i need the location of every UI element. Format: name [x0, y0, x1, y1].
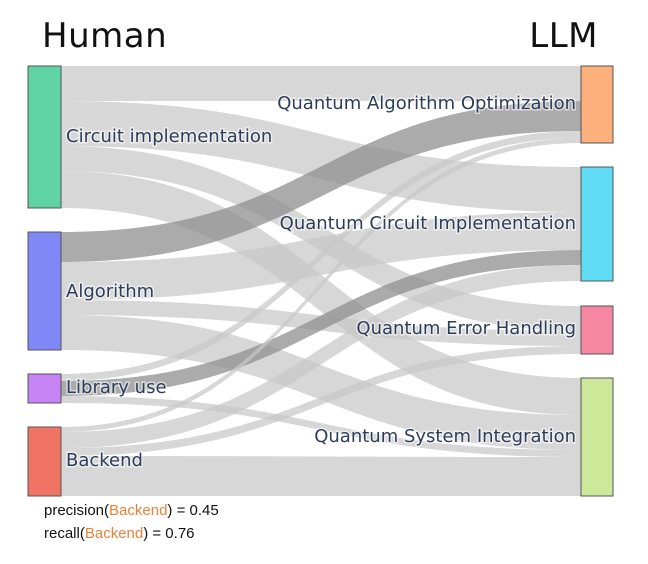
- recall-prefix: recall(: [44, 525, 85, 542]
- precision-class: Backend: [109, 502, 168, 519]
- flow-link-circuit-to-opt: [61, 66, 581, 101]
- flow-link-algorithm-to-opt: [61, 101, 581, 262]
- right-node-label-err: Quantum Error Handling: [356, 318, 576, 339]
- recall-metric: recall(Backend) = 0.76: [44, 525, 195, 542]
- left-node-label-algorithm: Algorithm: [66, 281, 154, 302]
- left-node-algorithm: [27, 231, 62, 351]
- flow-link-library-to-opt: [61, 131, 581, 381]
- flow-links: [61, 66, 581, 496]
- flow-link-circuit-to-impl: [61, 101, 581, 212]
- left-node-library: [27, 373, 62, 404]
- flow-link-backend-to-sys: [61, 456, 581, 496]
- flow-link-library-to-sys: [61, 396, 581, 457]
- left-node-backend: [27, 426, 62, 497]
- left-node-label-backend: Backend: [66, 450, 143, 471]
- precision-value: ) = 0.45: [167, 502, 219, 519]
- flow-nodes: [27, 65, 614, 497]
- right-node-sys: [580, 377, 614, 497]
- right-node-label-sys: Quantum System Integration: [314, 426, 576, 447]
- llm-column-title: LLM: [529, 16, 598, 56]
- recall-value: ) = 0.76: [143, 525, 195, 542]
- flow-link-backend-to-opt: [61, 138, 581, 432]
- right-node-err: [580, 305, 614, 355]
- flow-link-backend-to-impl: [61, 265, 581, 448]
- left-node-label-circuit: Circuit implementation: [66, 126, 272, 147]
- right-node-label-impl: Quantum Circuit Implementation: [280, 213, 576, 234]
- flow-link-circuit-to-sys: [61, 171, 581, 415]
- right-node-opt: [580, 65, 614, 144]
- flow-link-backend-to-err: [61, 346, 581, 456]
- right-node-label-opt: Quantum Algorithm Optimization: [277, 93, 576, 114]
- flow-link-library-to-impl: [61, 250, 581, 396]
- left-node-label-library: Library use: [66, 377, 167, 398]
- precision-prefix: precision(: [44, 502, 110, 519]
- left-node-circuit: [27, 65, 62, 209]
- precision-metric: precision(Backend) = 0.45: [44, 502, 219, 519]
- right-node-impl: [580, 166, 614, 282]
- recall-class: Backend: [84, 525, 144, 542]
- human-column-title: Human: [42, 16, 168, 56]
